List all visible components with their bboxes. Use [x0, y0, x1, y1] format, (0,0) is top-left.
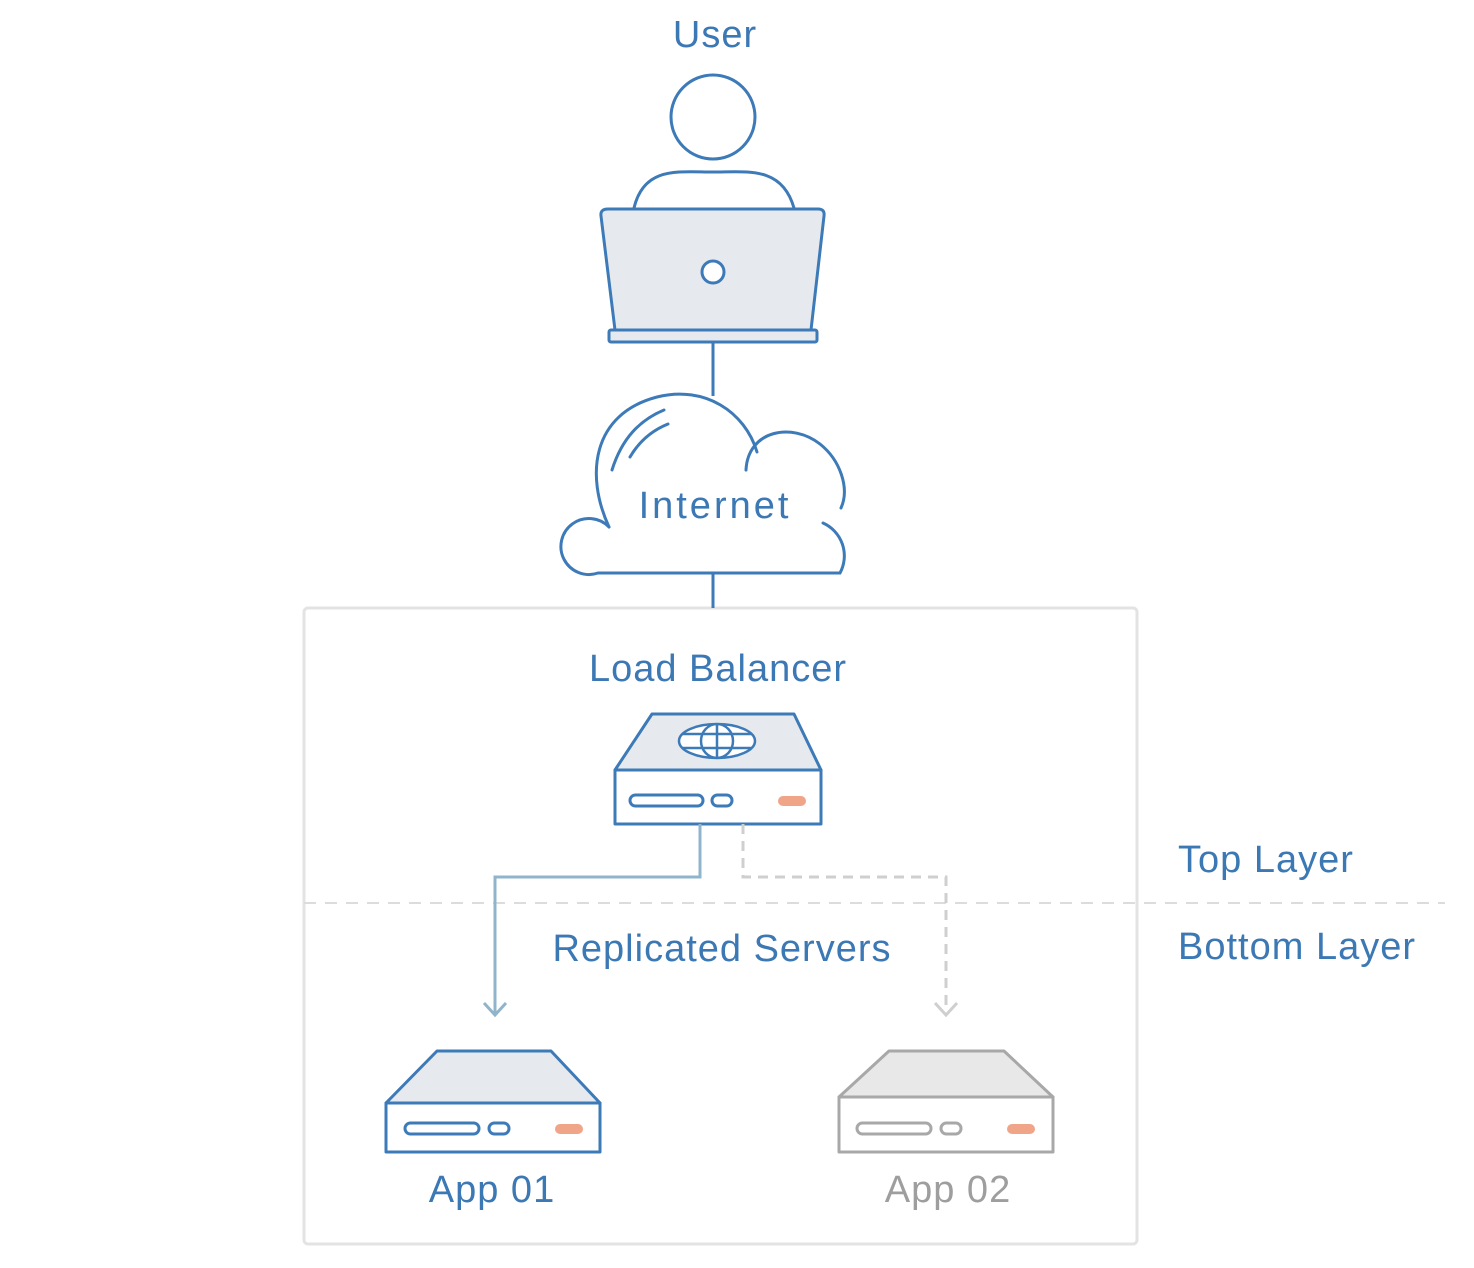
person-icon: [632, 73, 796, 209]
load-balancer-label: Load Balancer: [589, 648, 847, 690]
bottom-layer-label: Bottom Layer: [1178, 926, 1416, 968]
app02-label: App 02: [885, 1169, 1011, 1211]
globe-icon: [677, 722, 757, 760]
replicated-servers-label: Replicated Servers: [552, 928, 891, 970]
link-loadbalancer-app01: [482, 824, 702, 1018]
internet-label: Internet: [639, 485, 792, 527]
user-label: User: [673, 14, 757, 56]
cluster-container: [302, 606, 1139, 1246]
top-layer-label: Top Layer: [1178, 839, 1354, 881]
app01-label: App 01: [429, 1169, 555, 1211]
link-loadbalancer-app02: [741, 824, 959, 1018]
cloud-icon: [559, 392, 846, 577]
server-icon: [837, 1049, 1055, 1154]
server-icon: [384, 1049, 602, 1154]
laptop-icon: [599, 207, 826, 344]
load-balancer-icon: [613, 712, 823, 826]
